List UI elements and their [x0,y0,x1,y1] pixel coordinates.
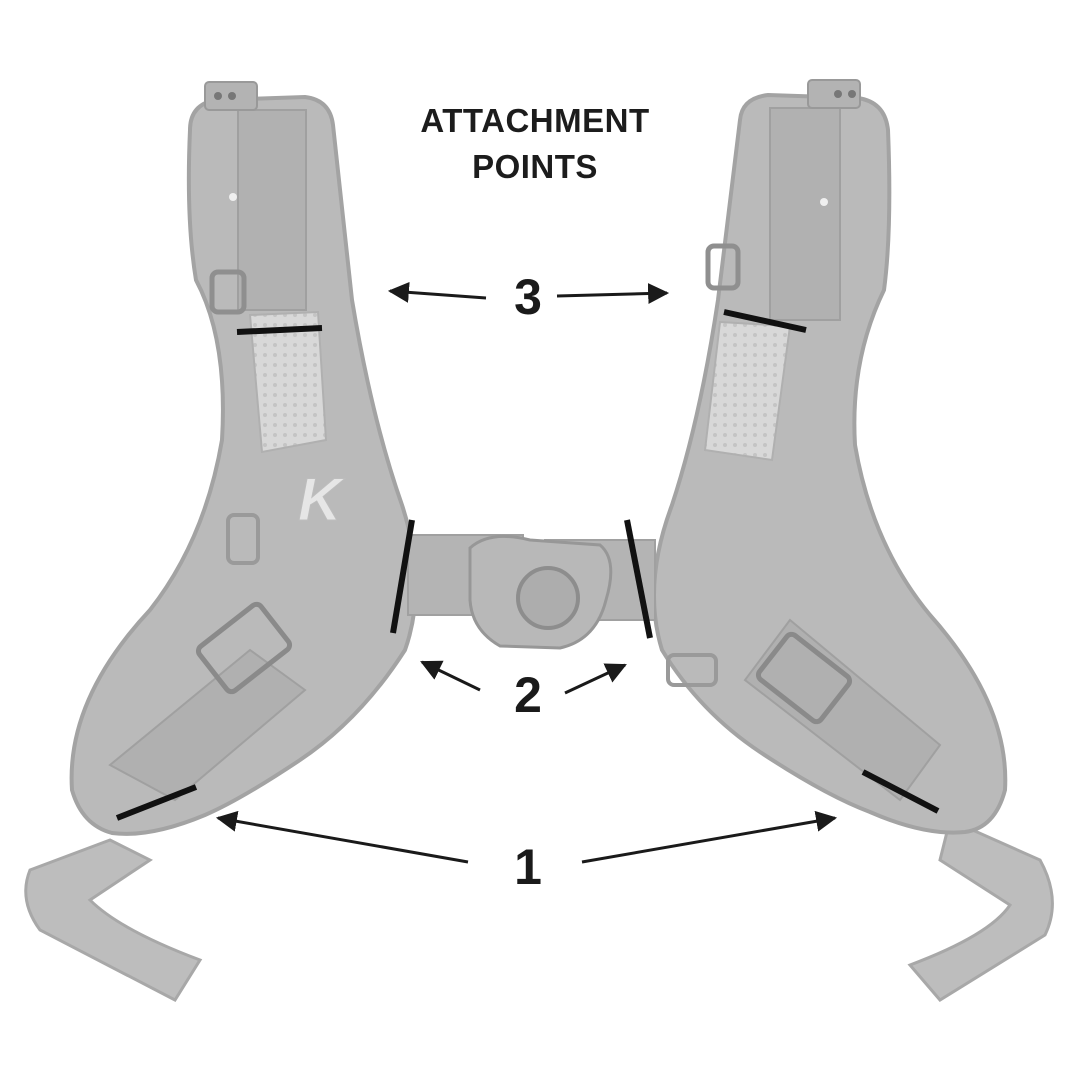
arrow-1-left [215,810,469,864]
left-buckle-bar [209,269,247,315]
right-pad-strap [743,618,942,802]
arrow-3-right [556,283,670,305]
marker-1-left [115,784,198,821]
left-pad-strap [108,648,307,802]
sternum-dial [516,566,580,630]
right-upper-webbing [769,107,841,321]
title-line-1: ATTACHMENT [420,102,650,139]
callout-number-3: 3 [514,269,542,325]
left-slider-buckle [195,601,293,695]
right-lower-strap [907,817,1054,1002]
arrow-2-left [420,660,481,692]
right-mesh-panel [703,320,792,462]
left-shoulder-pad [69,94,418,836]
right-buckle-bar [705,243,741,291]
left-side-loop [226,513,260,565]
left-mesh-panel [248,310,328,454]
marker-3-left [236,325,323,335]
marker-2-left [390,519,415,634]
marker-3-right [723,309,807,333]
diagram-title: ATTACHMENT POINTS [380,98,690,190]
logo-mark: K [298,466,345,533]
left-lower-strap [24,838,203,1002]
arrow-3-left [387,281,487,303]
callout-number-1: 1 [514,839,542,895]
title-line-2: POINTS [472,148,598,185]
arrow-2-right [564,663,627,695]
right-side-loop [666,653,718,687]
arrows [215,281,838,864]
right-slider-buckle [755,631,853,725]
marker-2-right [624,519,653,639]
marker-1-right [861,769,940,814]
left-upper-webbing [237,109,307,311]
callout-number-2: 2 [514,667,542,723]
arrow-1-right [581,810,838,864]
